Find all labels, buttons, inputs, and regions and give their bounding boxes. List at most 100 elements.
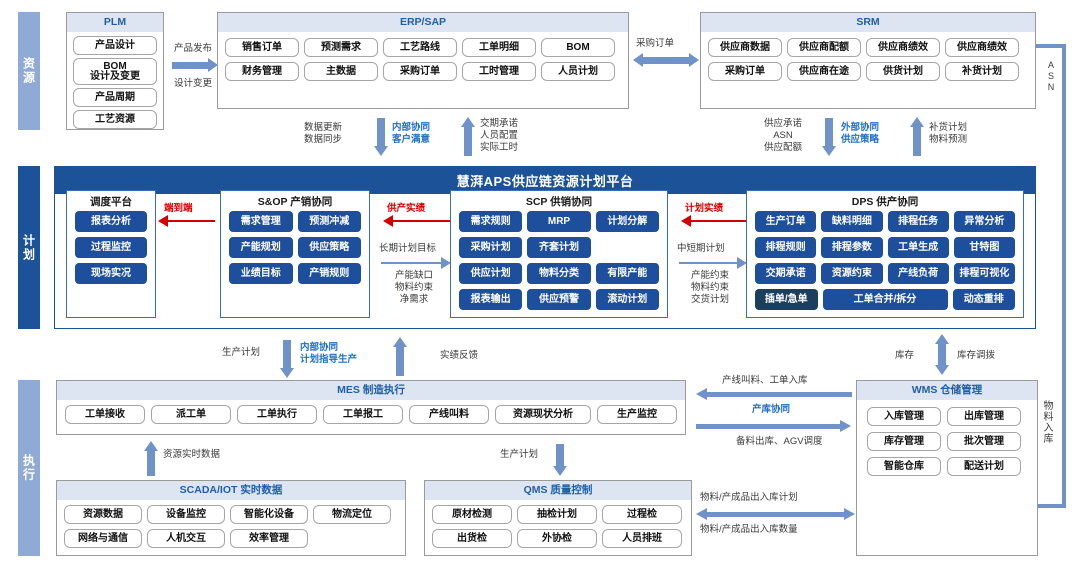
wms-item-3[interactable]: 批次管理 — [947, 432, 1021, 451]
qms-item-2[interactable]: 过程检 — [602, 505, 682, 524]
dispatch-item-1[interactable]: 过程监控 — [75, 237, 147, 258]
srm-item-4[interactable]: 采购订单 — [708, 62, 782, 81]
mes-item-4[interactable]: 产线叫料 — [409, 405, 489, 424]
scada-item-4[interactable]: 网络与通信 — [64, 529, 142, 548]
erp-item-7[interactable]: 采购订单 — [383, 62, 457, 81]
flow-prod-plan-mid: 生产计划 — [500, 449, 539, 460]
flow-delivery-commit-l1: 交期承诺 — [480, 118, 519, 129]
scp-item-1[interactable]: MRP — [527, 211, 591, 232]
flow-replenish-plan-l1: 补货计划 — [929, 122, 968, 133]
srm-item-3[interactable]: 供应商绩效 — [945, 38, 1019, 57]
dispatch-item-0[interactable]: 报表分析 — [75, 211, 147, 232]
flow-purchase-order: 采购订单 — [636, 38, 675, 49]
scada-card: SCADA/IOT 实时数据 资源数据设备监控智能化设备物流定位网络与通信人机交… — [56, 480, 406, 556]
scp-item-7[interactable]: 物料分类 — [527, 263, 591, 284]
wms-card: WMS 仓储管理 入库管理出库管理库存管理批次管理智能仓库配送计划 — [856, 380, 1038, 556]
srm-item-2[interactable]: 供应商绩效 — [866, 38, 940, 57]
scp-item-8[interactable]: 有限产能 — [595, 263, 659, 284]
plm-item-1[interactable]: BOM 设计及变更 — [73, 58, 157, 85]
mes-item-0[interactable]: 工单接收 — [65, 405, 145, 424]
wms-item-4[interactable]: 智能仓库 — [867, 457, 941, 476]
res-realtime-arrow-shaft — [147, 450, 155, 476]
flow-internal-collab-plan-l2: 计划指导生产 — [300, 354, 358, 365]
srm-item-7[interactable]: 补货计划 — [945, 62, 1019, 81]
flow-delivery-commit-l2: 人员配置 — [480, 130, 519, 141]
mes-item-5[interactable]: 资源现状分析 — [495, 405, 591, 424]
wms-item-0[interactable]: 入库管理 — [867, 407, 941, 426]
dps-item-5[interactable]: 排程参数 — [821, 237, 883, 258]
material-inbound-label: 物料入库 — [1040, 400, 1052, 444]
dispatch-item-2[interactable]: 现场实况 — [75, 263, 147, 284]
scp-item-4[interactable]: 齐套计划 — [527, 237, 591, 258]
dps-item-0[interactable]: 生产订单 — [755, 211, 817, 232]
flow-line-call: 产线叫料、工单入库 — [722, 375, 808, 386]
dps-item-12[interactable]: 插单/急单 — [755, 289, 818, 310]
mes-item-6[interactable]: 生产监控 — [597, 405, 677, 424]
scada-item-2[interactable]: 智能化设备 — [230, 505, 308, 524]
flow-external-collab-l1: 外部协同 — [841, 122, 880, 133]
flow-plan-actual: 计划实绩 — [685, 203, 724, 214]
qms-item-0[interactable]: 原材检测 — [432, 505, 512, 524]
scp-item-9[interactable]: 报表输出 — [459, 289, 523, 310]
erp-item-6[interactable]: 主数据 — [304, 62, 378, 81]
scada-item-5[interactable]: 人机交互 — [147, 529, 225, 548]
srm-item-5[interactable]: 供应商在途 — [787, 62, 861, 81]
dps-item-4[interactable]: 排程规则 — [755, 237, 817, 258]
dps-item-9[interactable]: 资源约束 — [821, 263, 883, 284]
scp-item-2[interactable]: 计划分解 — [595, 211, 659, 232]
dps-item-10[interactable]: 产线负荷 — [887, 263, 949, 284]
wms-item-2[interactable]: 库存管理 — [867, 432, 941, 451]
erp-item-2[interactable]: 工艺路线 — [383, 38, 457, 57]
mes-item-3[interactable]: 工单报工 — [323, 405, 403, 424]
scada-item-3[interactable]: 物流定位 — [313, 505, 391, 524]
scp-item-10[interactable]: 供应预警 — [527, 289, 591, 310]
scp-item-3[interactable]: 采购计划 — [459, 237, 523, 258]
mes-item-1[interactable]: 派工单 — [151, 405, 231, 424]
dps-item-8[interactable]: 交期承诺 — [755, 263, 817, 284]
dps-item-3[interactable]: 异常分析 — [953, 211, 1015, 232]
scp-item-6[interactable]: 供应计划 — [459, 263, 523, 284]
sop-item-0[interactable]: 需求管理 — [229, 211, 293, 232]
srm-item-0[interactable]: 供应商数据 — [708, 38, 782, 57]
sop-item-3[interactable]: 供应策略 — [297, 237, 361, 258]
sop-item-2[interactable]: 产能规划 — [229, 237, 293, 258]
dps-item-11[interactable]: 排程可视化 — [953, 263, 1015, 284]
erp-item-0[interactable]: 销售订单 — [225, 38, 299, 57]
erp-item-4[interactable]: BOM — [541, 38, 615, 57]
plm-item-0[interactable]: 产品设计 — [73, 36, 157, 55]
qms-item-1[interactable]: 抽检计划 — [517, 505, 597, 524]
scada-item-1[interactable]: 设备监控 — [147, 505, 225, 524]
sop-item-5[interactable]: 产销规则 — [297, 263, 361, 284]
sop-item-1[interactable]: 预测冲减 — [297, 211, 361, 232]
long-term-arrow-shaft — [381, 262, 443, 264]
erp-item-3[interactable]: 工单明细 — [462, 38, 536, 57]
sop-item-4[interactable]: 业绩目标 — [229, 263, 293, 284]
srm-item-1[interactable]: 供应商配额 — [787, 38, 861, 57]
prod-plan-left-arrow-head — [280, 368, 294, 378]
mes-item-2[interactable]: 工单执行 — [237, 405, 317, 424]
plm-title: PLM — [67, 13, 163, 32]
dps-item-2[interactable]: 排程任务 — [887, 211, 949, 232]
dps-item-14[interactable]: 动态重排 — [952, 289, 1015, 310]
scada-item-6[interactable]: 效率管理 — [230, 529, 308, 548]
plm-item-3[interactable]: 工艺资源 — [73, 110, 157, 129]
qms-item-4[interactable]: 外协检 — [517, 529, 597, 548]
dps-item-13[interactable]: 工单合并/拆分 — [822, 289, 948, 310]
erp-srm-arrow-shaft — [643, 57, 691, 64]
erp-item-1[interactable]: 预测需求 — [304, 38, 378, 57]
scp-item-0[interactable]: 需求规则 — [459, 211, 523, 232]
erp-item-9[interactable]: 人员计划 — [541, 62, 615, 81]
dps-item-6[interactable]: 工单生成 — [887, 237, 949, 258]
wms-item-1[interactable]: 出库管理 — [947, 407, 1021, 426]
qms-item-5[interactable]: 人员排班 — [602, 529, 682, 548]
dps-item-7[interactable]: 甘特图 — [953, 237, 1015, 258]
wms-item-5[interactable]: 配送计划 — [947, 457, 1021, 476]
erp-item-8[interactable]: 工时管理 — [462, 62, 536, 81]
scada-item-0[interactable]: 资源数据 — [64, 505, 142, 524]
scp-item-11[interactable]: 滚动计划 — [595, 289, 659, 310]
dps-item-1[interactable]: 缺料明细 — [821, 211, 883, 232]
erp-item-5[interactable]: 财务管理 — [225, 62, 299, 81]
srm-item-6[interactable]: 供货计划 — [866, 62, 940, 81]
qms-item-3[interactable]: 出货检 — [432, 529, 512, 548]
plm-item-2[interactable]: 产品周期 — [73, 88, 157, 107]
